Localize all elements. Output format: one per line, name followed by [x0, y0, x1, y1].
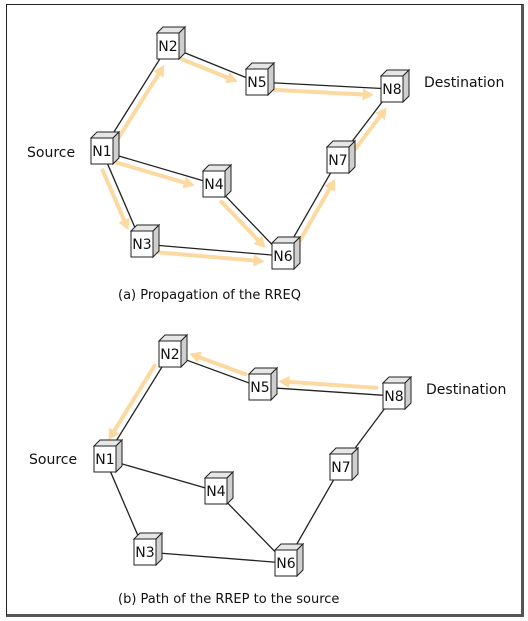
node-n3: N3 [129, 223, 161, 259]
node-n2: N2 [157, 333, 189, 369]
arrow-n4-to-n6 [219, 199, 266, 248]
source-label: Source [29, 452, 77, 468]
node-label-n5: N5 [247, 75, 266, 91]
node-label-n6: N6 [276, 556, 295, 572]
node-label-n2: N2 [160, 347, 179, 363]
edge-n3-n6 [151, 244, 274, 256]
edge-n1-n2 [109, 362, 166, 451]
node-label-n1: N1 [92, 144, 111, 160]
arrow-n5-to-n2 [189, 351, 248, 377]
node-n1: N1 [89, 130, 121, 166]
node-n2: N2 [155, 25, 187, 61]
edge-n5-n8 [266, 81, 383, 90]
node-n4: N4 [203, 470, 235, 506]
caption-rreq: (a) Propagation of the RREQ [118, 288, 301, 303]
edge-n1-n2 [106, 54, 164, 143]
edge-n2-n5 [177, 49, 248, 79]
diagram-rreq-arrows [100, 57, 387, 267]
edge-n6-n7 [290, 475, 337, 555]
node-label-n4: N4 [206, 484, 225, 500]
caption-rrep: (b) Path of the RREP to the source [118, 592, 339, 607]
edge-n4-n6 [220, 190, 277, 250]
node-n7: N7 [325, 139, 357, 175]
node-label-n5: N5 [250, 380, 269, 396]
edge-n4-n6 [222, 497, 280, 557]
arrow-n1-to-n4 [115, 160, 195, 189]
node-label-n1: N1 [95, 452, 114, 468]
node-label-n8: N8 [382, 82, 401, 98]
node-label-n2: N2 [158, 39, 177, 55]
arrow-n2-to-n5 [180, 57, 238, 84]
arrow-n8-to-n5 [278, 375, 379, 390]
arrow-n5-to-n8 [272, 87, 374, 101]
arrow-n3-to-n6 [157, 250, 265, 267]
arrow-n1-to-n2 [115, 64, 165, 142]
node-label-n3: N3 [132, 237, 151, 253]
node-n5: N5 [244, 61, 276, 97]
arrow-n7-to-n8 [352, 107, 387, 152]
arrow-n6-to-n7 [296, 179, 336, 246]
diagram-rrep-edges [108, 356, 389, 563]
figure-frame [6, 4, 524, 617]
arrow-n2-to-n1 [108, 363, 157, 441]
edge-n1-n4 [114, 461, 207, 489]
edge-n1-n4 [111, 153, 205, 182]
node-label-n8: N8 [384, 389, 403, 405]
node-n5: N5 [247, 366, 279, 402]
source-label: Source [27, 145, 75, 161]
node-label-n7: N7 [331, 460, 350, 476]
arrow-n1-to-n3 [100, 168, 130, 231]
edge-n1-n3 [105, 159, 139, 236]
node-n4: N4 [201, 163, 233, 199]
node-label-n3: N3 [135, 545, 154, 561]
node-n8: N8 [381, 375, 413, 411]
edge-n5-n8 [269, 387, 385, 396]
edge-n1-n3 [108, 467, 142, 544]
destination-label: Destination [426, 382, 506, 398]
node-label-n7: N7 [328, 153, 347, 169]
node-n1: N1 [92, 438, 124, 474]
diagram-rrep-arrows [108, 351, 379, 441]
node-n3: N3 [132, 531, 164, 567]
node-n7: N7 [328, 446, 360, 482]
node-n6: N6 [273, 542, 305, 578]
node-n8: N8 [379, 68, 411, 104]
edge-n2-n5 [179, 356, 251, 385]
node-label-n4: N4 [204, 177, 223, 193]
destination-label: Destination [424, 75, 504, 91]
edge-n6-n7 [287, 168, 334, 248]
node-label-n6: N6 [273, 249, 292, 265]
node-n6: N6 [270, 235, 302, 271]
edge-n3-n6 [154, 552, 277, 563]
